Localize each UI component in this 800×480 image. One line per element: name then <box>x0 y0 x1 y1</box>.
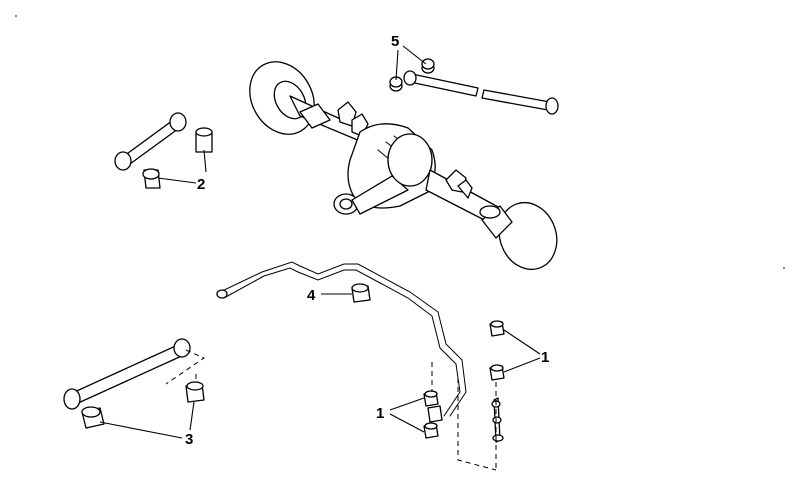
stabilizer-bushing-4 <box>351 283 371 303</box>
leader-1-left-a <box>389 397 425 411</box>
link-bolt-left <box>427 405 443 423</box>
assembly-guide-lower-arm <box>165 349 206 385</box>
callout-1-right: 1 <box>541 349 549 366</box>
leader-2b <box>203 149 207 173</box>
speck <box>783 267 785 269</box>
upper-control-arm <box>403 70 559 115</box>
bushing-1-right-lower <box>489 364 505 381</box>
leader-5b <box>395 49 399 81</box>
rear-axle-housing <box>249 61 558 271</box>
bushing-2-lower <box>142 168 161 189</box>
leader-1-right-b <box>503 357 541 373</box>
assembly-guide-left <box>431 362 497 471</box>
leader-3b <box>189 401 195 431</box>
callout-4: 4 <box>307 287 316 304</box>
bushing-1-left-lower <box>423 422 439 439</box>
callout-1-left: 1 <box>376 405 384 422</box>
bushing-1-left-upper <box>423 390 439 407</box>
leader-2a <box>157 177 197 184</box>
leader-5a <box>402 45 427 65</box>
bushing-1-right-upper <box>489 320 505 337</box>
stabilizer-bar <box>216 261 467 417</box>
lower-control-arm <box>63 338 191 410</box>
bushing-2-upper <box>195 127 213 153</box>
callout-2: 2 <box>197 176 205 193</box>
lateral-link-upper-left <box>114 112 187 171</box>
bushing-3-upper <box>185 381 205 403</box>
stabilizer-link <box>491 397 504 443</box>
bushing-5-lower <box>389 76 403 92</box>
bushing-5-upper <box>421 58 435 74</box>
leader-1-left-b <box>389 413 425 433</box>
leader-1-right-a <box>503 329 541 355</box>
callout-3: 3 <box>185 431 193 448</box>
leader-3a <box>99 421 183 439</box>
callout-5: 5 <box>391 33 399 50</box>
speck <box>15 15 17 17</box>
bushing-3-lower <box>81 406 105 429</box>
